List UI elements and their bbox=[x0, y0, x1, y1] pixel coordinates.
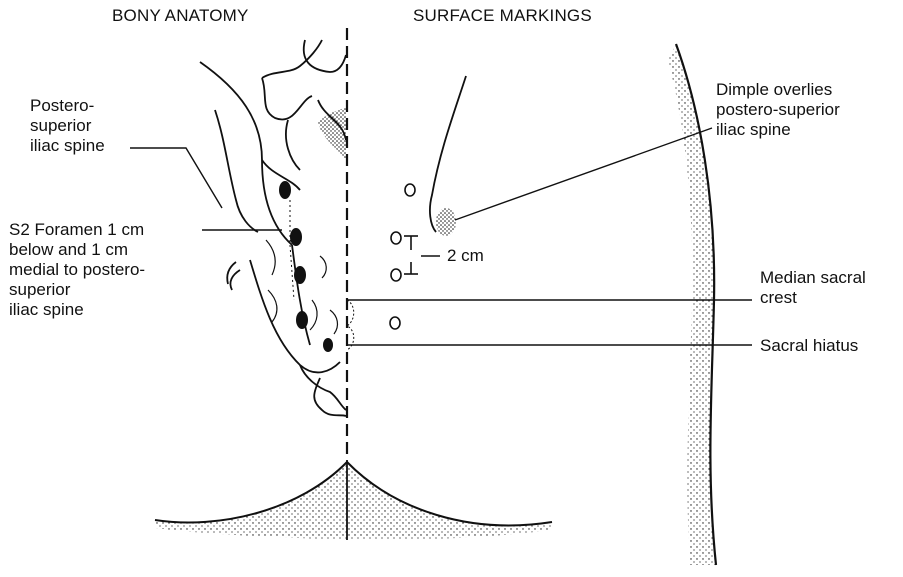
sacral-foramina bbox=[279, 181, 333, 352]
header-surface-markings: SURFACE MARKINGS bbox=[413, 6, 592, 26]
stippled-bone-region bbox=[318, 108, 346, 160]
marker-s3 bbox=[391, 269, 401, 281]
leader-dimple bbox=[455, 128, 712, 220]
foramen-s1 bbox=[279, 181, 291, 199]
marker-s4 bbox=[390, 317, 400, 329]
two-cm-bracket bbox=[404, 236, 440, 274]
label-s2-foramen: S2 Foramen 1 cm below and 1 cm medial to… bbox=[9, 220, 145, 320]
buttock-outlines bbox=[155, 462, 552, 540]
header-bony-anatomy: BONY ANATOMY bbox=[112, 6, 249, 26]
iliac-wing-outline bbox=[200, 62, 292, 245]
dimple-marker bbox=[436, 208, 456, 236]
label-dimple: Dimple overlies postero-superior iliac s… bbox=[716, 80, 840, 140]
sacrum-bone-drawing bbox=[200, 40, 346, 416]
foramen-s3 bbox=[294, 266, 306, 284]
body-outline-shading bbox=[668, 44, 716, 565]
foramen-s2 bbox=[290, 228, 302, 246]
label-psis-left: Postero- superior iliac spine bbox=[30, 96, 105, 156]
foramen-s5 bbox=[323, 338, 333, 352]
surface-foramina-markers bbox=[390, 184, 415, 329]
leader-psis-left bbox=[130, 148, 222, 208]
foramen-s4 bbox=[296, 311, 308, 329]
label-sacral-hiatus: Sacral hiatus bbox=[760, 336, 858, 356]
marker-s1 bbox=[405, 184, 415, 196]
label-two-cm: 2 cm bbox=[447, 246, 484, 266]
label-median-sacral-crest: Median sacral crest bbox=[760, 268, 866, 308]
leader-lines bbox=[130, 128, 752, 345]
marker-s2 bbox=[391, 232, 401, 244]
